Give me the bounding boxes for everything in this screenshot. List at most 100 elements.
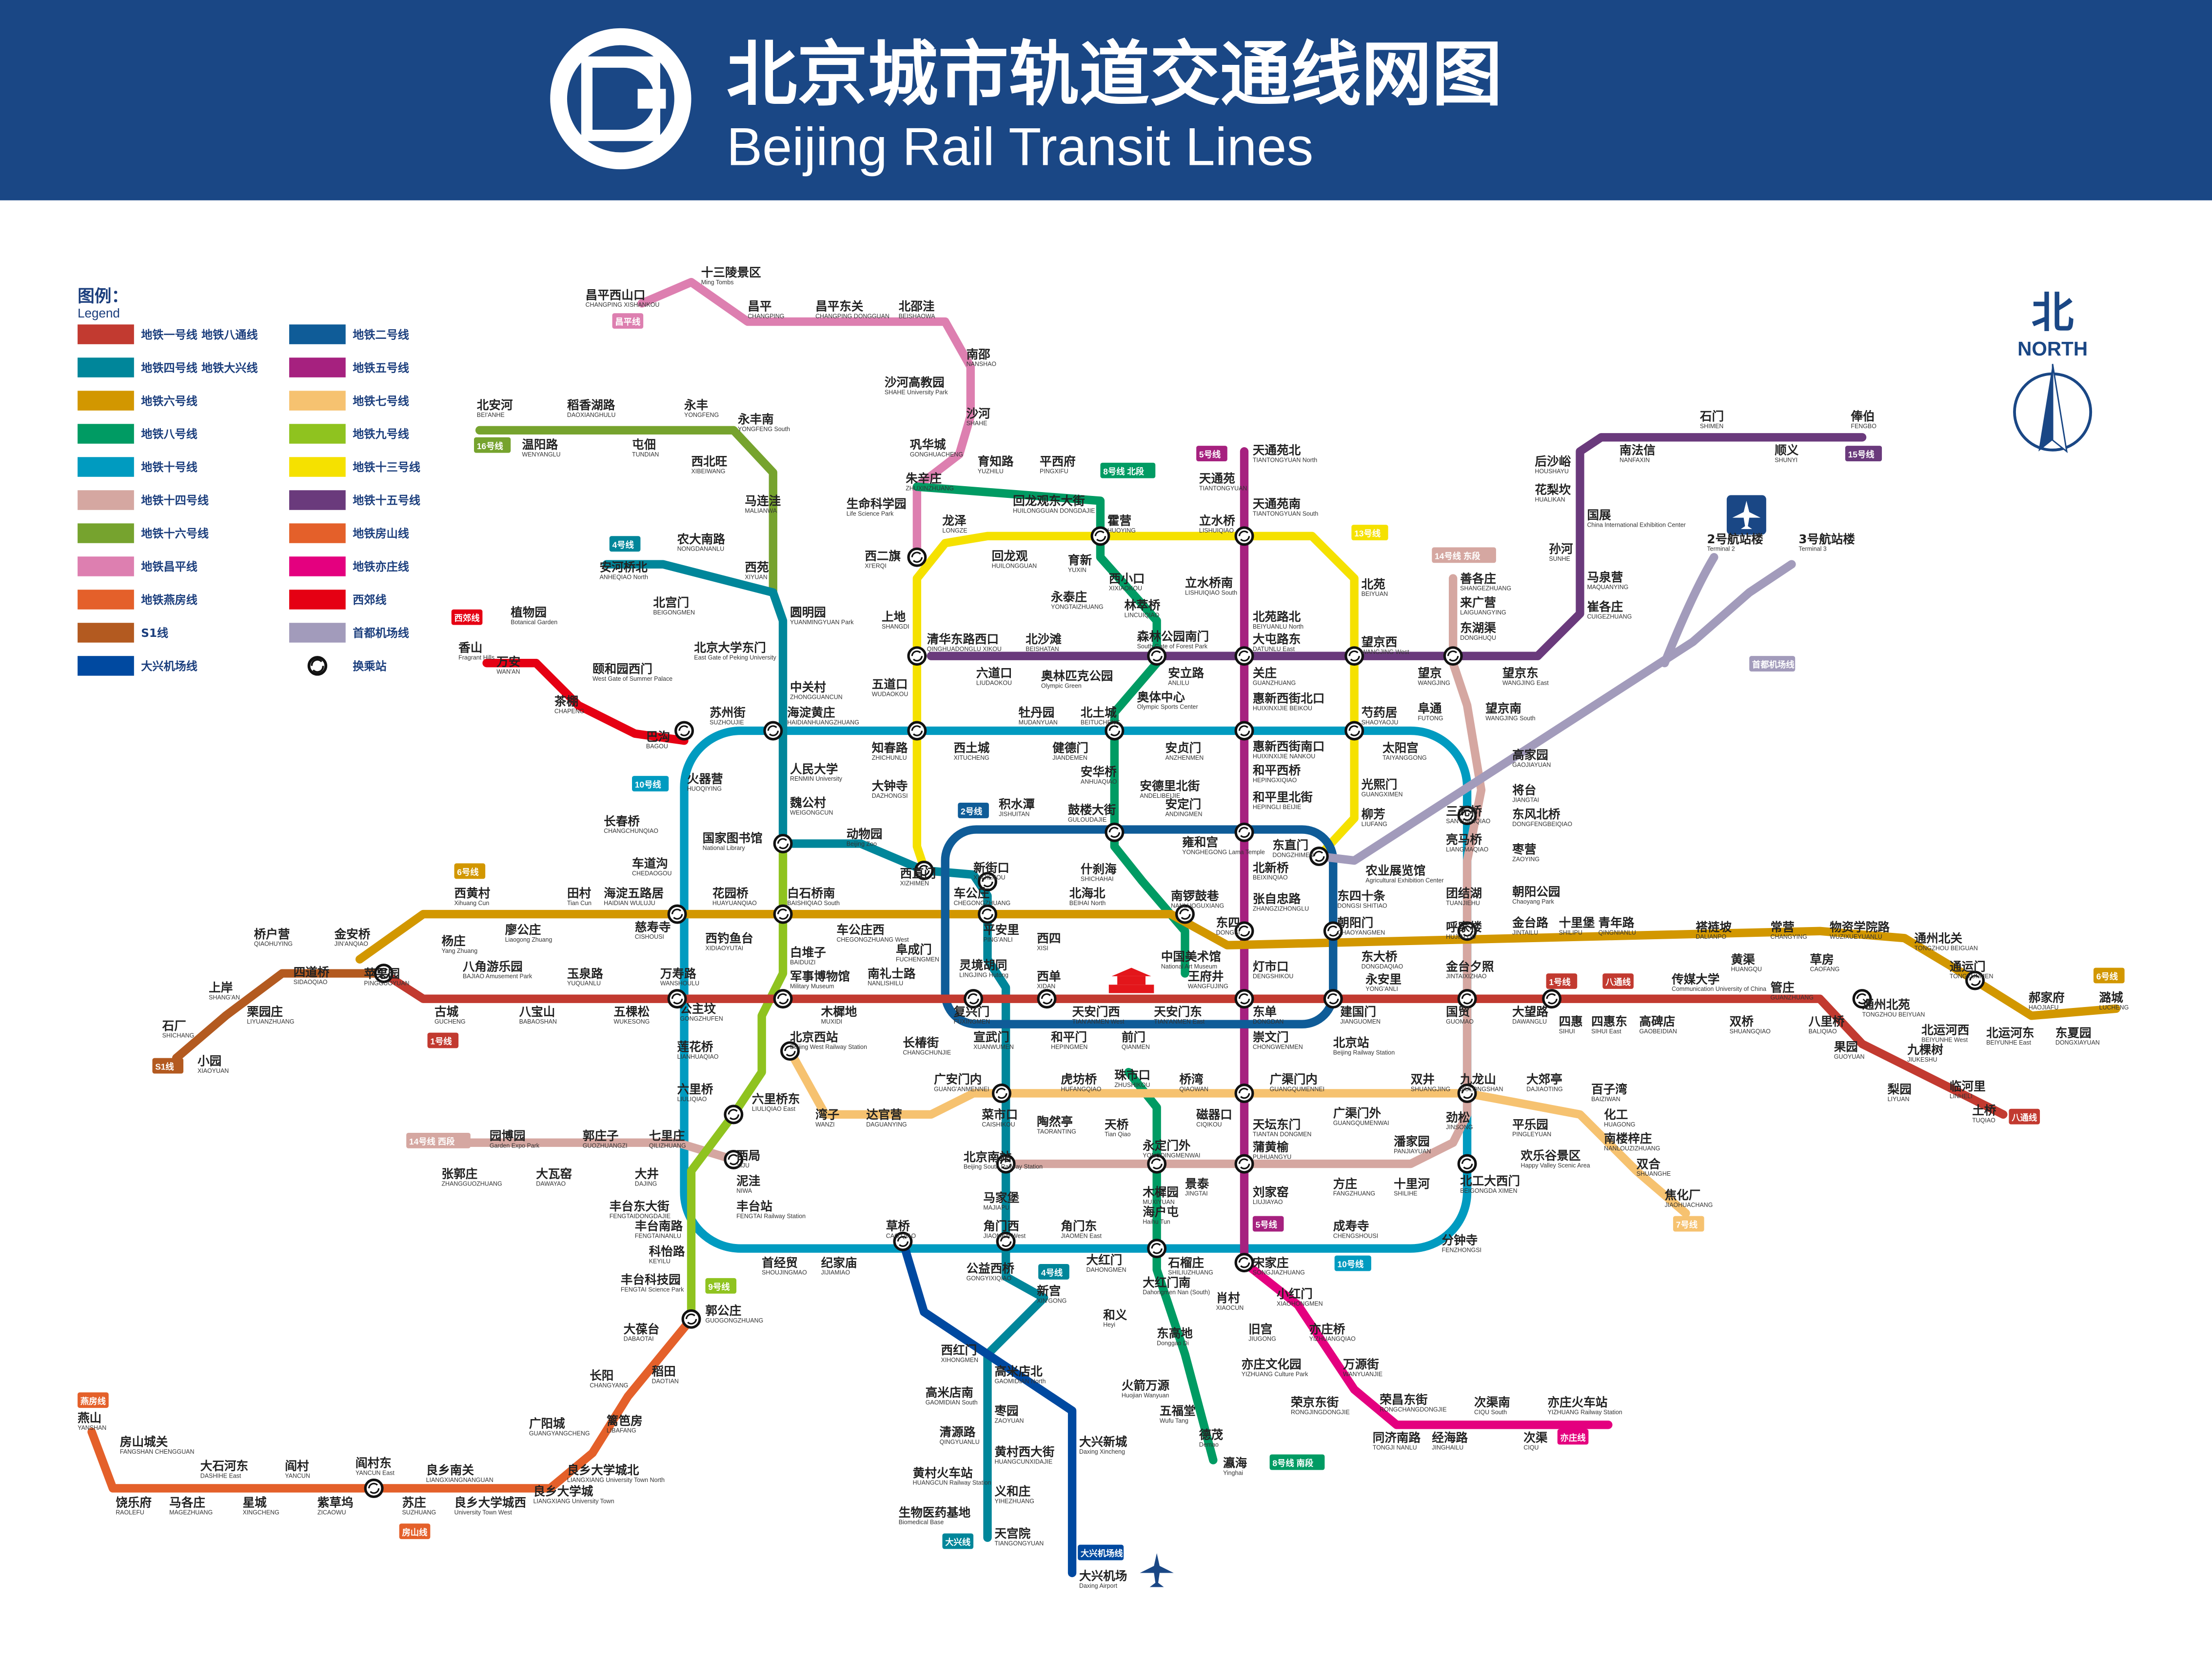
interchange-icon[interactable]	[1234, 1084, 1254, 1103]
interchange-icon[interactable]	[773, 833, 793, 853]
line-15[interactable]	[927, 433, 1867, 660]
interchange-icon[interactable]	[1443, 646, 1463, 666]
interchange-icon[interactable]	[1090, 526, 1110, 546]
interchange-icon[interactable]	[1234, 822, 1254, 842]
interchange-icon[interactable]	[1175, 904, 1195, 924]
interchange-icon[interactable]	[681, 1309, 701, 1329]
interchange-icon[interactable]	[1147, 1239, 1167, 1259]
interchange-icon[interactable]	[964, 989, 984, 1009]
interchange-icon[interactable]	[374, 964, 394, 984]
interchange-icon[interactable]	[364, 1479, 384, 1498]
interchange-icon[interactable]	[1037, 989, 1057, 1009]
interchange-icon[interactable]	[724, 1149, 744, 1169]
line-14-east[interactable]	[997, 574, 1486, 1168]
interchange-icon[interactable]	[1105, 721, 1125, 741]
